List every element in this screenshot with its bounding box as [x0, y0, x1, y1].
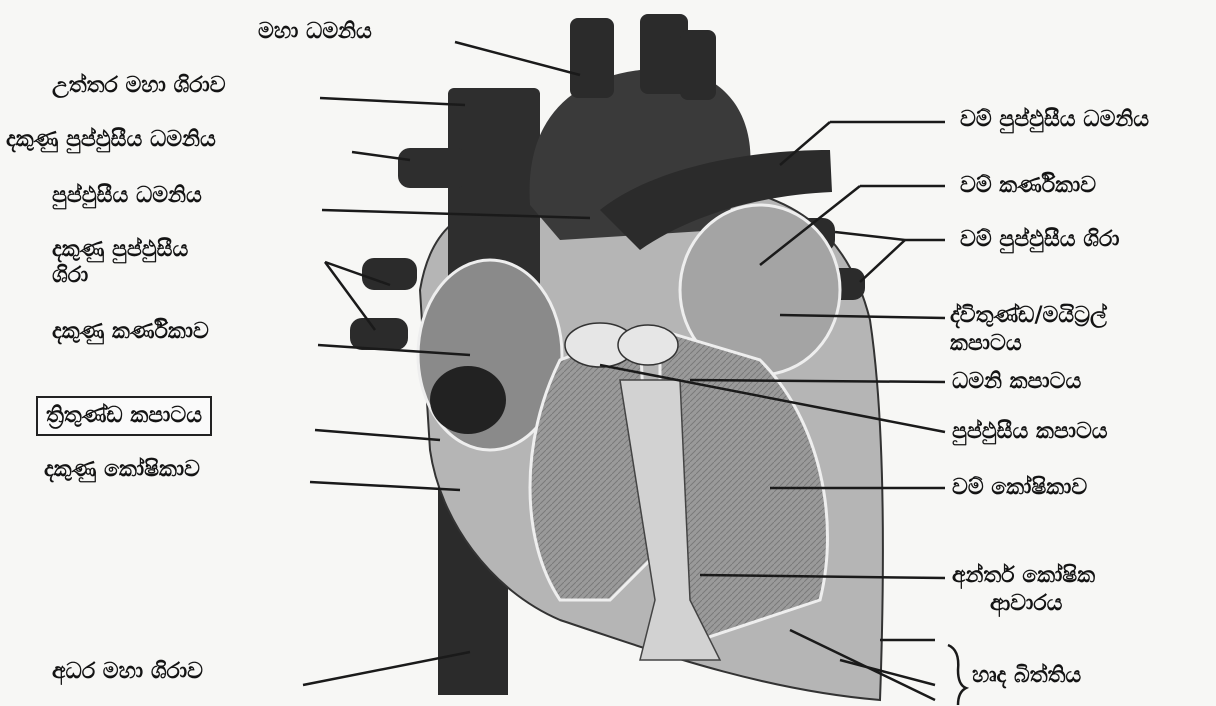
label-right-atrium: දකුණු කර්ණිකාව — [52, 318, 209, 346]
label-left-ventricle: වම් කෝෂිකාව — [952, 474, 1087, 502]
label-superior-vena-cava: උත්තර මහා ශිරාව — [52, 72, 226, 100]
label-left-pulmonary-artery: වම් පුප්ඵුසීය ධමනිය — [960, 106, 1149, 134]
label-right-pulmonary-artery: දකුණු පුප්ඵුසීය ධමනිය — [6, 126, 216, 154]
label-aorta: මහා ධමනිය — [258, 18, 372, 46]
label-mitral-valve-line1: ද්විතුණ්ඩ/මයිට්‍රල් — [950, 302, 1107, 330]
label-right-ventricle: දකුණු කෝෂිකාව — [44, 456, 200, 484]
aorta-branch-1 — [570, 18, 614, 98]
label-right-pulmonary-veins-line2: ශිරා — [52, 262, 88, 290]
label-tricuspid-valve: ත්‍රිතුණ්ඩ කපාටය — [36, 396, 212, 436]
label-aortic-valve: ධමනි කපාටය — [952, 368, 1081, 396]
label-left-atrium: වම් කර්ණිකාව — [960, 172, 1096, 200]
label-pulmonary-artery: පුප්ඵුසීය ධමනිය — [52, 182, 202, 210]
aorta-branch-3 — [680, 30, 716, 100]
label-right-pulmonary-veins-line1: දකුණු පුප්ඵුසීය — [52, 236, 188, 264]
aortic-valve-shape — [618, 325, 678, 365]
right-pulmonary-vein-lower — [350, 318, 408, 350]
label-mitral-valve-line2: කපාටය — [950, 330, 1022, 358]
right-pulmonary-artery-shape — [398, 148, 468, 188]
label-septum-line2: ආවාරය — [990, 590, 1062, 618]
label-septum-line1: අන්තර් කෝෂික — [952, 562, 1095, 590]
tricuspid-valve-shape — [430, 366, 506, 434]
label-inferior-vena-cava: අධර මහා ශිරාව — [52, 658, 203, 686]
label-pulmonary-valve: පුප්ඵුසීය කපාටය — [952, 418, 1108, 446]
label-heart-wall: හෘද බිත්තිය — [972, 662, 1081, 690]
label-left-pulmonary-veins: වම් පුප්ඵුසීය ශිරා — [960, 226, 1120, 254]
heart-wall-brace — [948, 645, 966, 705]
superior-vena-cava-shape — [448, 88, 540, 288]
